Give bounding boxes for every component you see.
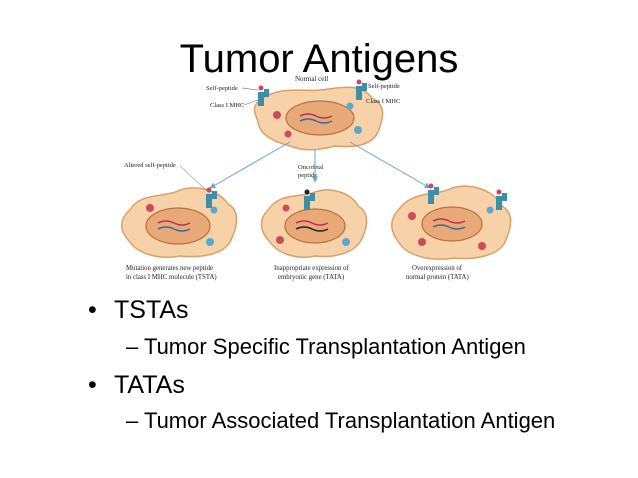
protein-blob <box>342 238 350 246</box>
subbullet-text: Tumor Specific Transplantation Antigen <box>143 334 526 359</box>
cell-nucleus <box>284 208 346 244</box>
protein-blob <box>282 204 290 212</box>
caption-embryonic-line1: Inappropriate expression of <box>274 265 349 272</box>
label-leader <box>243 99 259 106</box>
caption-embryonic-line2: embryonic gene (TATA) <box>278 274 344 281</box>
dna-strand <box>432 218 466 224</box>
subbullet-tatas: – Tumor Associated Transplantation Antig… <box>126 407 555 435</box>
protein-blob <box>284 130 292 138</box>
mhc-molecule <box>206 187 217 208</box>
mhc-molecule <box>428 183 439 204</box>
cell-nucleus <box>145 207 211 245</box>
caption-overexpression-line2: normal protein (TATA) <box>406 274 469 281</box>
mhc-molecule <box>356 79 367 100</box>
subbullet-dash: – <box>126 408 144 433</box>
bullet-dot: • <box>88 371 97 399</box>
label-normal-cell: Normal cell <box>295 75 328 83</box>
label-oncofetal-peptide: peptide <box>298 172 317 179</box>
protein-blob <box>206 238 214 246</box>
dna-strand <box>295 220 329 226</box>
arrow-to-right-cell <box>349 141 431 189</box>
protein-blob <box>146 204 154 212</box>
dna-strand <box>157 220 191 226</box>
dna-strand <box>432 224 466 230</box>
caption-overexpression-line1: Overexpression of <box>412 265 463 272</box>
tumor-cell-tata-overexpression <box>391 183 512 260</box>
caption-tsta-line1: Mutation generates new peptide <box>126 265 213 272</box>
dna-strand <box>299 118 333 124</box>
tumor-cell-tsta <box>121 187 238 258</box>
dna-strand <box>295 226 329 232</box>
caption-tsta-line2: in class I MHC molecule (TSTA) <box>126 274 217 281</box>
tumor-cell-tata-embryonic <box>260 189 368 258</box>
label-self-peptide-right: Self-peptide <box>368 83 400 90</box>
dna-strand <box>299 113 333 119</box>
protein-blob <box>346 102 354 110</box>
protein-blob <box>418 238 426 246</box>
protein-blob <box>408 212 416 220</box>
label-leader <box>179 165 207 191</box>
label-class-mhc-left: Class I MHC <box>210 102 244 109</box>
protein-blob <box>354 126 362 134</box>
bullet-tstas: • TSTAs <box>88 295 189 325</box>
subbullet-tstas: – Tumor Specific Transplantation Antigen <box>126 333 526 361</box>
mhc-molecule <box>304 189 315 210</box>
protein-blob <box>478 242 486 250</box>
tumor-antigen-diagram: Normal cell Self-peptide Class I MHC Sel… <box>121 75 512 281</box>
subbullet-text: Tumor Associated Transplantation Antigen <box>143 408 556 433</box>
bullet-label: TATAs <box>114 371 185 399</box>
mhc-molecule <box>496 189 507 210</box>
subbullet-dash: – <box>126 334 144 359</box>
normal-cell <box>253 79 384 151</box>
protein-blob <box>273 111 281 119</box>
bullet-tatas: • TATAs <box>88 370 185 400</box>
label-leader <box>241 87 259 91</box>
dna-strand <box>157 226 191 232</box>
protein-blob <box>276 236 284 244</box>
protein-blob <box>486 206 494 214</box>
label-class-mhc-right: Class I MHC <box>366 98 400 105</box>
arrow-to-left-cell <box>209 141 291 189</box>
label-oncofetal: Oncofetal <box>298 164 324 171</box>
label-altered-peptide: Altered self-peptide <box>124 162 176 169</box>
cell-nucleus <box>421 206 483 242</box>
slide-title: Tumor Antigens <box>179 37 459 81</box>
protein-blob <box>210 206 218 214</box>
bullet-dot: • <box>88 296 97 324</box>
label-self-peptide-left: Self-peptide <box>206 85 238 92</box>
bullet-label: TSTAs <box>114 296 189 324</box>
mhc-molecule <box>258 85 269 106</box>
